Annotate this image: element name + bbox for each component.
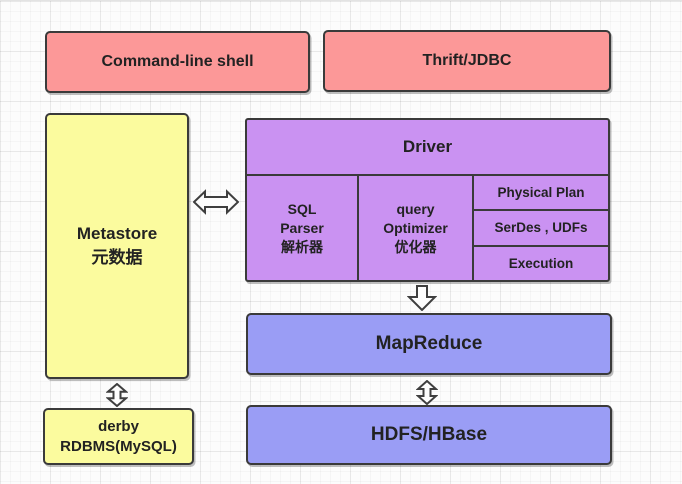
hdfs-hbase-label: HDFS/HBase: [370, 424, 488, 445]
derby-line2: RDBMS(MySQL): [60, 437, 177, 455]
node-sql-parser: SQL Parser 解析器: [247, 176, 359, 280]
metastore-title: Metastore: [76, 224, 158, 243]
serdes-udfs-label: SerDes , UDFs: [494, 220, 588, 236]
mapreduce-label: MapReduce: [375, 333, 483, 354]
thrift-jdbc-label: Thrift/JDBC: [422, 52, 512, 69]
node-serdes-udfs: SerDes , UDFs: [474, 211, 608, 247]
node-command-line-shell: Command-line shell: [45, 31, 310, 93]
node-derby-rdbms: derby RDBMS(MySQL): [43, 408, 194, 465]
mapreduce-hdfs-double-arrow-icon: [416, 380, 438, 405]
node-driver: Driver SQL Parser 解析器 query Optimizer 优化…: [245, 118, 610, 282]
sql-parser-line3: 解析器: [281, 238, 323, 255]
execution-label: Execution: [508, 255, 574, 271]
node-hdfs-hbase: HDFS/HBase: [246, 405, 612, 465]
node-query-optimizer: query Optimizer 优化器: [359, 176, 474, 280]
derby-line1: derby: [98, 417, 139, 435]
node-thrift-jdbc: Thrift/JDBC: [323, 30, 611, 92]
metastore-derby-double-arrow-icon: [106, 383, 128, 407]
node-mapreduce: MapReduce: [246, 313, 612, 375]
metastore-driver-double-arrow-icon: [193, 188, 239, 216]
sql-parser-line2: Parser: [280, 219, 324, 236]
node-metastore: Metastore 元数据: [45, 113, 189, 379]
driver-body: SQL Parser 解析器 query Optimizer 优化器 Physi…: [247, 176, 608, 280]
driver-header: Driver: [247, 120, 608, 176]
metastore-subtitle: 元数据: [91, 248, 143, 267]
node-physical-plan: Physical Plan: [474, 176, 608, 212]
driver-title: Driver: [402, 137, 453, 156]
query-optimizer-line3: 优化器: [394, 238, 437, 255]
command-line-shell-label: Command-line shell: [101, 53, 254, 70]
physical-plan-label: Physical Plan: [497, 185, 585, 201]
driver-mapreduce-down-arrow-icon: [407, 285, 437, 311]
query-optimizer-line1: query: [396, 200, 435, 217]
query-optimizer-line2: Optimizer: [383, 219, 448, 236]
driver-right-column: Physical Plan SerDes , UDFs Execution: [474, 176, 608, 280]
sql-parser-line1: SQL: [287, 200, 317, 217]
node-execution: Execution: [474, 247, 608, 280]
